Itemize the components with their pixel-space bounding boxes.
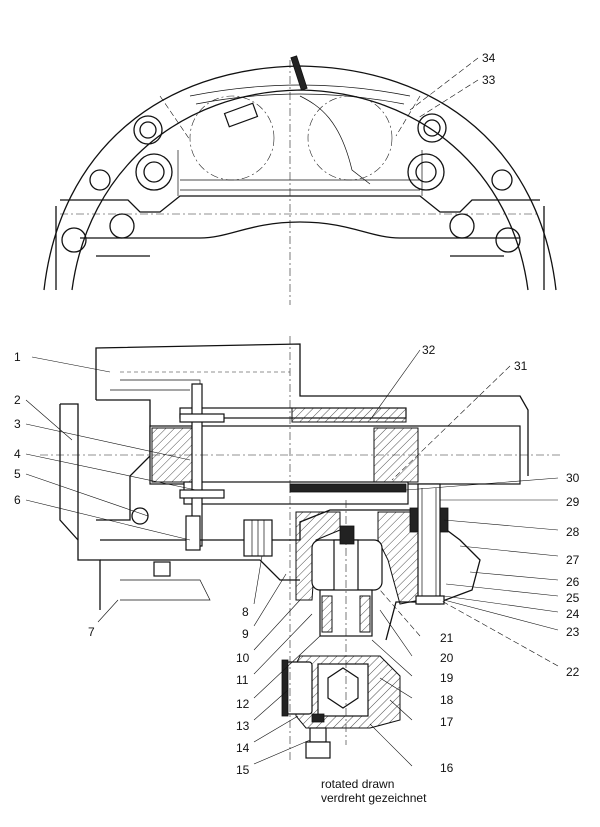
callout-2: 2	[14, 393, 21, 407]
callout-1: 1	[14, 350, 21, 364]
callout-11: 11	[236, 673, 249, 687]
callout-16: 16	[440, 761, 454, 775]
callout-6: 6	[14, 493, 21, 507]
callout-7: 7	[88, 625, 95, 639]
callout-4: 4	[14, 447, 21, 461]
callout-33: 33	[482, 73, 496, 87]
rotation-note: rotated drawn verdreht gezeichnet	[321, 777, 426, 805]
callout-28: 28	[566, 525, 580, 539]
rotation-note-line2: verdreht gezeichnet	[321, 791, 427, 805]
callout-25: 25	[566, 591, 580, 605]
callout-14: 14	[236, 741, 250, 755]
top-view-caliper	[43, 55, 557, 305]
callout-17: 17	[440, 715, 454, 729]
callout-numbers: 1 2 3 4 5 6 7 8 9 10 11 12 13 14 15 16 1…	[14, 51, 580, 777]
callout-30: 30	[566, 471, 580, 485]
callout-24: 24	[566, 607, 580, 621]
callout-26: 26	[566, 575, 580, 589]
callout-18: 18	[440, 693, 454, 707]
callout-9: 9	[242, 627, 249, 641]
callout-12: 12	[236, 697, 250, 711]
callout-15: 15	[236, 763, 250, 777]
callout-31: 31	[514, 359, 528, 373]
section-view-caliper	[40, 336, 560, 760]
callout-3: 3	[14, 417, 21, 431]
rotation-note-line1: rotated drawn	[321, 777, 395, 791]
callout-27: 27	[566, 553, 580, 567]
callout-29: 29	[566, 495, 580, 509]
callout-13: 13	[236, 719, 250, 733]
callout-19: 19	[440, 671, 454, 685]
callout-5: 5	[14, 467, 21, 481]
callout-20: 20	[440, 651, 454, 665]
callout-22: 22	[566, 665, 580, 679]
callout-21: 21	[440, 631, 454, 645]
callout-34: 34	[482, 51, 496, 65]
leader-lines	[25, 57, 559, 767]
callout-10: 10	[236, 651, 250, 665]
callout-32: 32	[422, 343, 436, 357]
callout-23: 23	[566, 625, 580, 639]
callout-8: 8	[242, 605, 249, 619]
